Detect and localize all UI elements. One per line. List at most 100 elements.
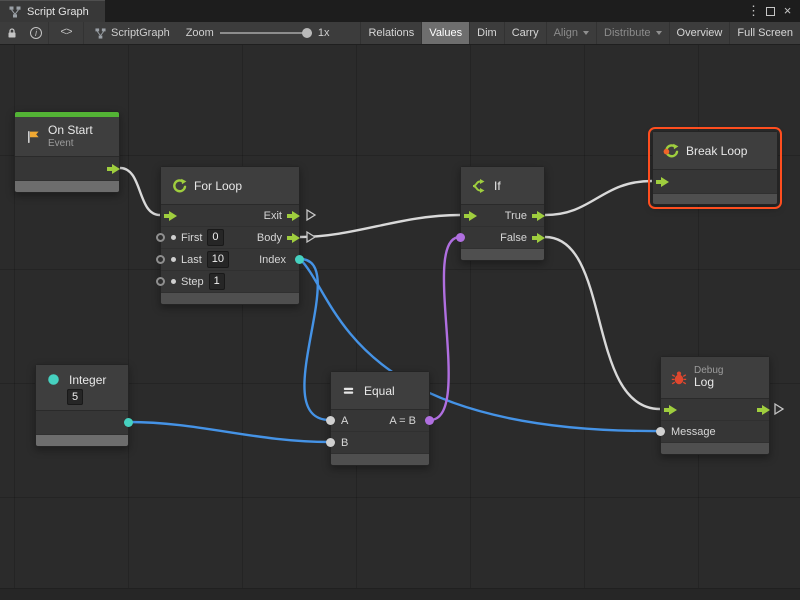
zoom-label: Zoom: [185, 27, 214, 39]
wire-false-to-debuglog[interactable]: [543, 235, 662, 411]
zoom-slider-track: [219, 32, 312, 34]
last-input-port[interactable]: [156, 255, 165, 264]
close-icon[interactable]: ×: [783, 3, 792, 18]
port-row: True: [461, 205, 546, 227]
node-footer: [661, 443, 769, 454]
b-input-port[interactable]: [326, 438, 335, 447]
maximize-icon[interactable]: [766, 6, 775, 16]
first-input-port[interactable]: [156, 233, 165, 242]
node-header: On Start Event: [15, 117, 119, 157]
distribute-dropdown[interactable]: Distribute: [596, 22, 668, 44]
flow-in-port[interactable]: [164, 210, 178, 221]
first-value-field[interactable]: 0: [207, 229, 224, 246]
node-header: Integer 5: [36, 365, 128, 411]
index-label: Index: [259, 253, 286, 266]
a-label: A: [341, 414, 349, 427]
node-for-loop[interactable]: For Loop Exit First 0 Body: [156, 166, 304, 305]
first-label: First: [181, 231, 203, 244]
port-row: First 0 Body: [156, 227, 301, 249]
message-input-port[interactable]: [656, 427, 665, 436]
body-flow-port[interactable]: [287, 232, 301, 243]
loop-icon: [170, 177, 187, 194]
result-output-port[interactable]: [425, 416, 434, 425]
true-flow-port[interactable]: [532, 210, 546, 221]
node-header: Break Loop: [653, 132, 777, 170]
canvas-bottom-edge: [0, 588, 800, 600]
last-value-field[interactable]: 10: [206, 251, 230, 268]
value-type-icon: [171, 257, 176, 262]
flow-in-port[interactable]: [664, 404, 678, 415]
flow-in-port[interactable]: [656, 176, 670, 187]
node-title: If: [494, 178, 501, 193]
port-row: [15, 157, 121, 181]
value-type-icon: [171, 279, 176, 284]
node-on-start[interactable]: On Start Event: [14, 111, 120, 193]
integer-output-port[interactable]: [124, 418, 133, 427]
align-label: Align: [553, 27, 579, 39]
integer-value-field[interactable]: 5: [67, 389, 84, 405]
node-integer[interactable]: Integer 5: [35, 364, 133, 447]
step-value-field[interactable]: 1: [208, 273, 225, 290]
fullscreen-button[interactable]: Full Screen: [729, 22, 800, 44]
wire-index-to-message[interactable]: [298, 257, 662, 433]
wire-body-to-if[interactable]: [298, 213, 462, 239]
wire-index-to-equal-a[interactable]: [298, 257, 332, 422]
false-flow-port[interactable]: [532, 232, 546, 243]
window-controls: ⋮ ×: [745, 0, 800, 22]
node-title: Break Loop: [686, 143, 748, 158]
flow-indicator: [774, 402, 785, 416]
node-category: Debug: [694, 364, 724, 376]
port-row: [661, 399, 771, 421]
step-input-port[interactable]: [156, 277, 165, 286]
node-title: Log: [694, 375, 715, 390]
node-title: Equal: [364, 383, 395, 398]
tab-script-graph[interactable]: Script Graph: [0, 0, 105, 22]
node-header: If: [461, 167, 544, 205]
b-label: B: [341, 436, 349, 449]
flow-out-port[interactable]: [757, 404, 771, 415]
zoom-slider-knob[interactable]: [301, 28, 312, 38]
wire-equal-to-if-condition[interactable]: [428, 235, 462, 422]
port-row: [653, 170, 777, 194]
node-if[interactable]: If True False: [456, 166, 546, 261]
node-equal[interactable]: Equal A A = B B: [326, 371, 434, 466]
result-label: A = B: [389, 414, 416, 427]
flow-out-port[interactable]: [107, 163, 121, 174]
node-footer: [161, 293, 299, 304]
chevron-down-icon: [583, 31, 590, 35]
info-icon[interactable]: i: [24, 22, 48, 44]
wire-true-to-breakloop[interactable]: [543, 179, 654, 217]
graph-name[interactable]: ScriptGraph: [84, 27, 180, 39]
step-label: Step: [181, 275, 204, 288]
script-graph-icon: [8, 5, 21, 18]
index-output-port[interactable]: [295, 255, 304, 264]
condition-input-port[interactable]: [456, 233, 465, 242]
node-footer: [461, 249, 544, 260]
flow-in-port[interactable]: [464, 210, 478, 221]
values-button[interactable]: Values: [421, 22, 470, 44]
graph-canvas[interactable]: On Start Event For Loop Exit: [0, 45, 800, 600]
dim-button[interactable]: Dim: [469, 22, 504, 44]
carry-button[interactable]: Carry: [503, 22, 546, 44]
align-dropdown[interactable]: Align: [545, 22, 596, 44]
zoom-slider[interactable]: [219, 27, 312, 39]
lock-icon[interactable]: [0, 22, 24, 44]
node-header: Equal: [331, 372, 429, 410]
exit-flow-port[interactable]: [287, 210, 301, 221]
exit-label: Exit: [263, 209, 282, 222]
relations-button[interactable]: Relations: [360, 22, 421, 44]
node-debug-log[interactable]: Debug Log Message: [656, 356, 771, 455]
node-break-loop[interactable]: Break Loop: [648, 127, 782, 209]
overview-button[interactable]: Overview: [668, 22, 730, 44]
wire-onstart-to-forloop[interactable]: [118, 166, 162, 217]
wire-integer-to-equal-b[interactable]: [127, 420, 332, 444]
distribute-label: Distribute: [604, 27, 651, 39]
a-input-port[interactable]: [326, 416, 335, 425]
code-unit-icon[interactable]: <>: [60, 27, 72, 39]
kebab-menu-icon[interactable]: ⋮: [747, 3, 760, 18]
node-footer: [36, 435, 128, 446]
node-footer: [15, 181, 119, 192]
tab-title: Script Graph: [27, 5, 89, 18]
value-type-icon: [171, 235, 176, 240]
zoom-value: 1x: [317, 27, 330, 39]
